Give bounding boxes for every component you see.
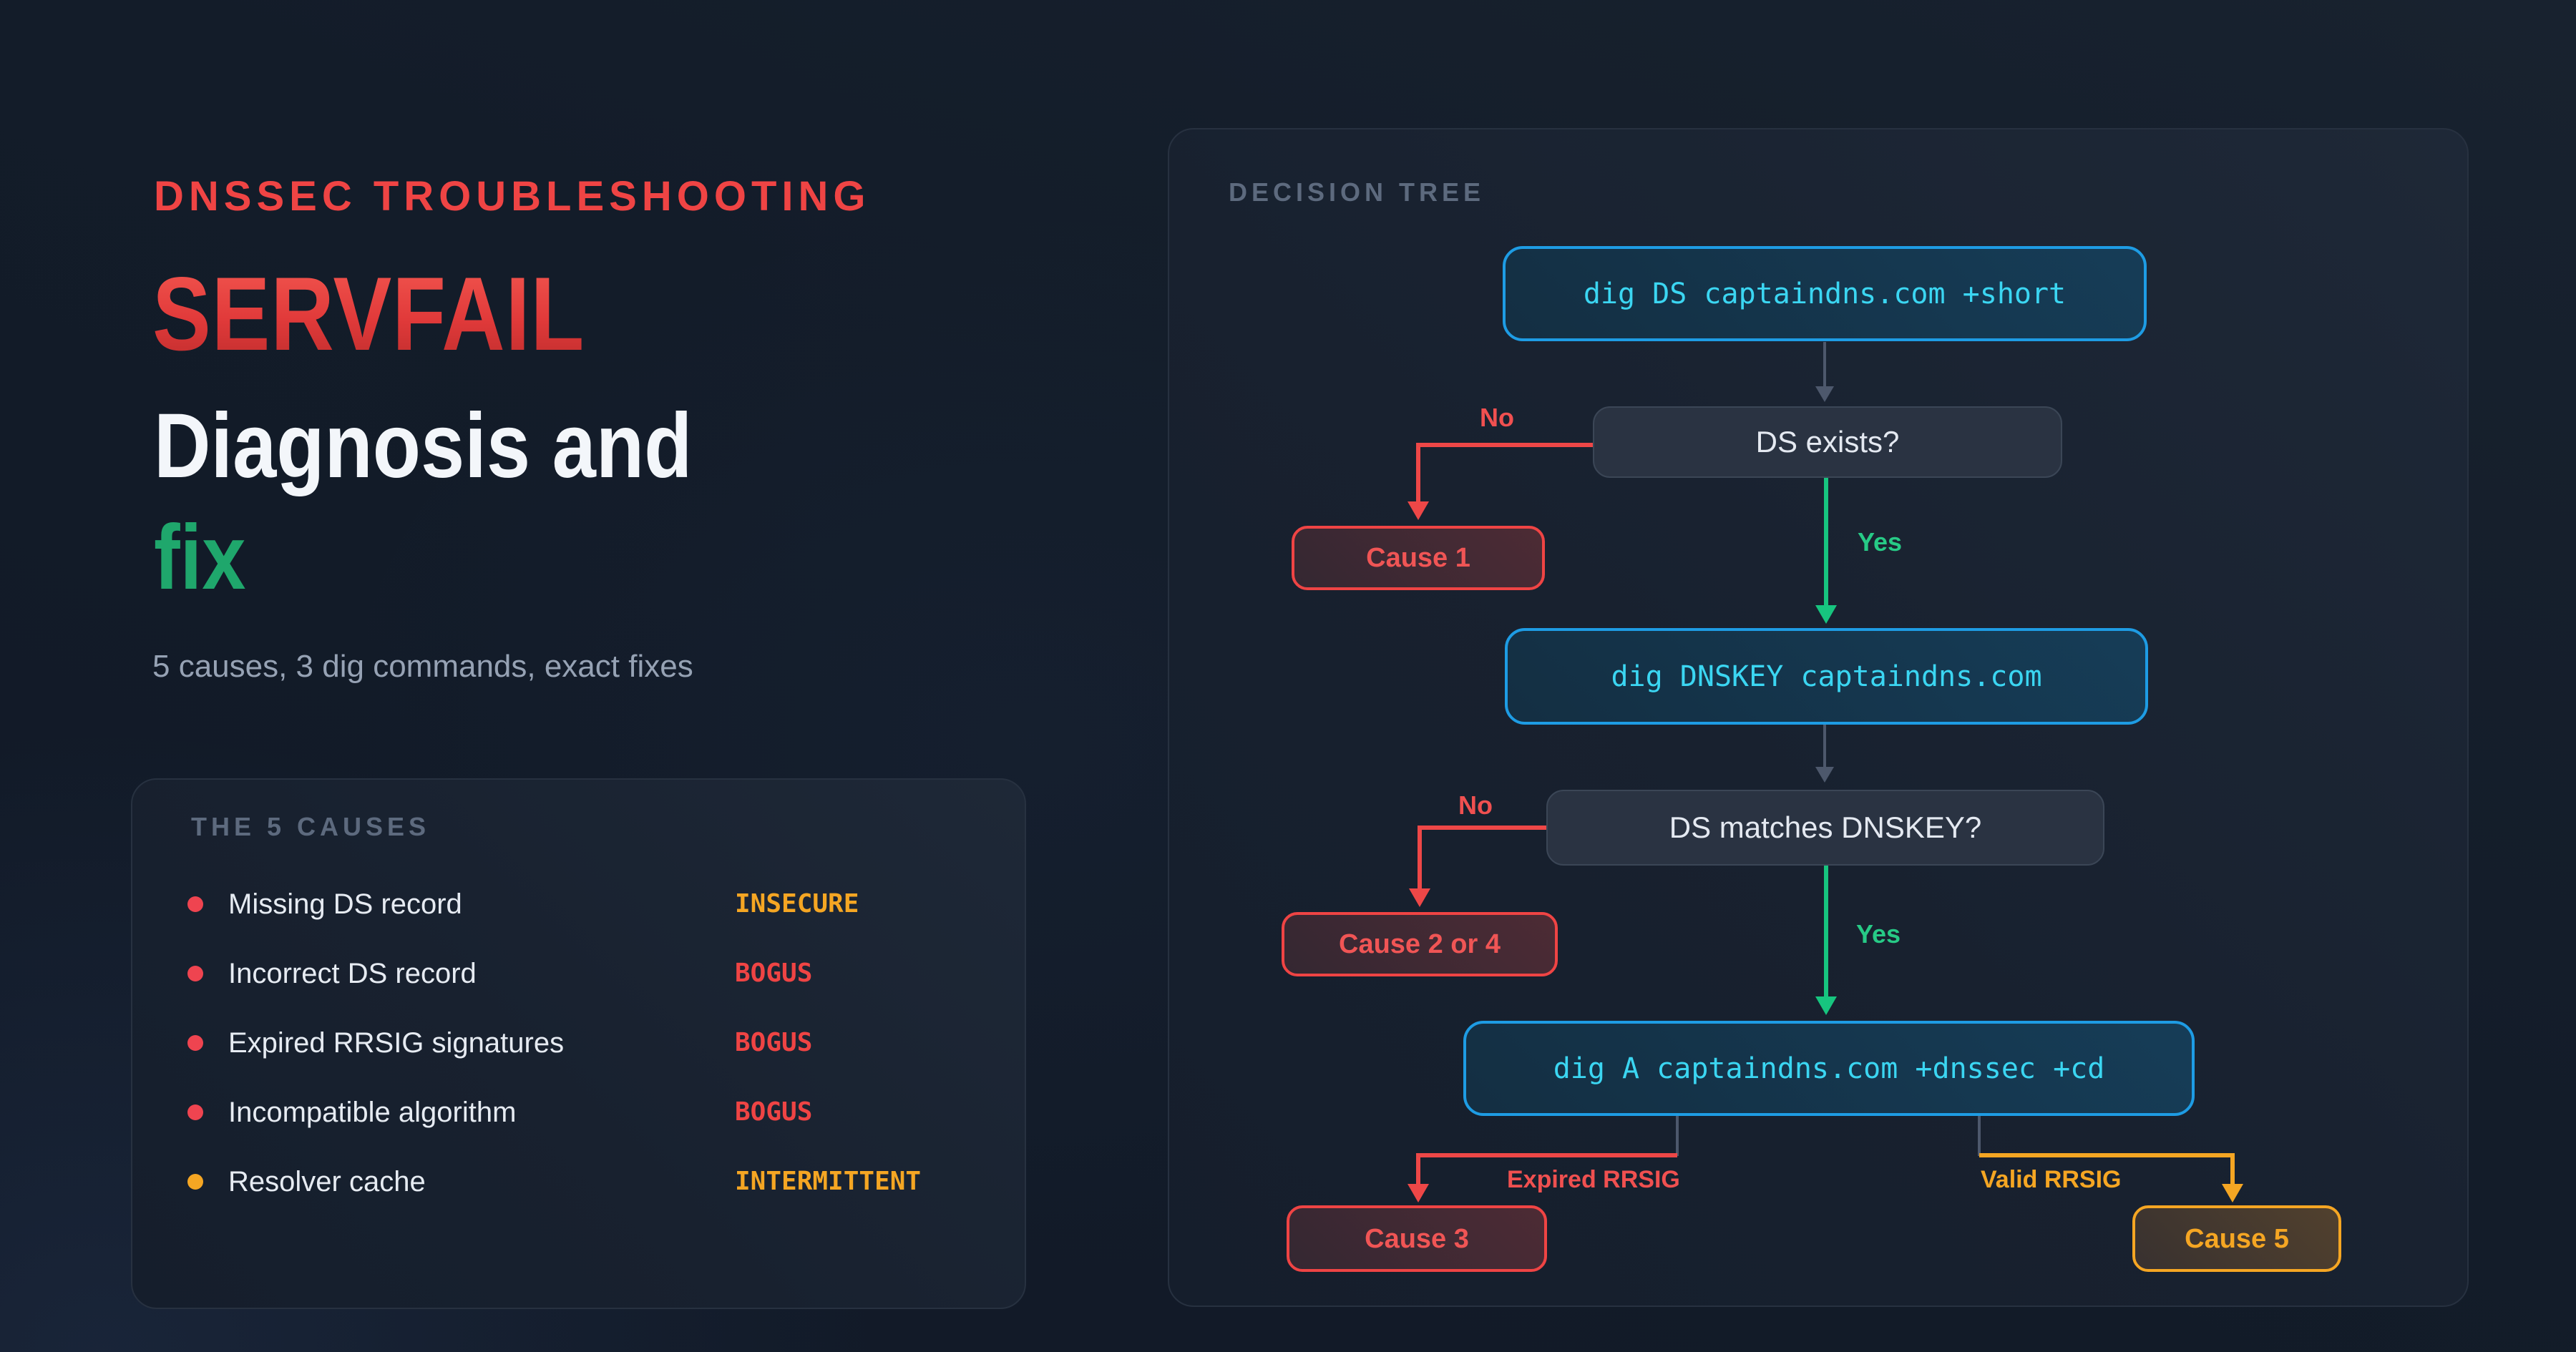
cause-label: Expired RRSIG signatures [228,1027,565,1059]
subtitle-line-1: Diagnosis and [154,395,693,497]
list-item: Missing DS record INSECURE [187,888,996,920]
bullet-dot-icon [187,1104,203,1120]
connector-q1-no-horizontal [1416,443,1593,447]
bullet-dot-icon [187,1174,203,1190]
branch-label-yes-1: Yes [1858,527,1903,557]
branch-label-expired-rrsig: Expired RRSIG [1507,1166,1680,1193]
status-badge: BOGUS [735,959,813,988]
arrow-down-icon [1815,605,1837,624]
arrow-down-icon [1407,1184,1429,1202]
bullet-dot-icon [187,896,203,912]
flow-node-dig-dnskey-command: dig DNSKEY captaindns.com [1505,628,2148,725]
arrow-down-icon [1815,767,1834,783]
status-badge: BOGUS [735,1028,813,1057]
flow-node-dig-ds-command: dig DS captaindns.com +short [1503,246,2147,341]
connector-q2-no-horizontal [1418,826,1546,830]
branch-label-yes-2: Yes [1856,919,1901,949]
connector-cmd1-q1-line [1823,342,1826,386]
branch-label-no-1: No [1480,403,1514,432]
arrow-down-icon [1407,501,1429,520]
connector-cmd2-q2-line [1823,725,1826,767]
connector-valid-horizontal [1979,1153,2235,1157]
connector-valid-vertical [2230,1153,2235,1185]
branch-label-valid-rrsig: Valid RRSIG [1981,1166,2122,1193]
status-badge: INSECURE [735,889,859,919]
list-item: Resolver cache INTERMITTENT [187,1166,996,1197]
causes-card: THE 5 CAUSES Missing DS record INSECURE … [131,778,1026,1309]
connector-expired-horizontal [1416,1153,1677,1157]
bullet-dot-icon [187,966,203,981]
arrow-down-icon [1409,888,1430,907]
arrow-down-icon [1815,996,1837,1015]
connector-cmd3-right-stub [1978,1116,1981,1156]
status-badge: INTERMITTENT [735,1167,922,1196]
flow-node-ds-exists-question: DS exists? [1593,406,2062,478]
cause-label: Resolver cache [228,1166,426,1197]
connector-q1-yes-line [1824,478,1828,607]
connector-cmd3-left-stub [1676,1116,1679,1156]
cause-label: Incorrect DS record [228,958,477,989]
status-badge: BOGUS [735,1097,813,1127]
cause-label: Missing DS record [228,888,462,920]
flow-node-cause-2-or-4: Cause 2 or 4 [1282,912,1558,976]
page-title: SERVFAIL [152,255,585,372]
arrow-down-icon [1815,386,1834,402]
flow-node-ds-matches-question: DS matches DNSKEY? [1546,790,2104,866]
connector-expired-vertical [1416,1153,1420,1185]
bullet-dot-icon [187,1035,203,1051]
list-item: Incorrect DS record BOGUS [187,958,996,989]
connector-q1-no-vertical [1416,443,1420,503]
connector-q2-yes-line [1824,866,1828,998]
subtitle-line-2: fix [154,506,246,609]
connector-q2-no-vertical [1418,826,1422,888]
tagline: 5 causes, 3 dig commands, exact fixes [152,649,693,684]
flow-node-dig-a-command: dig A captaindns.com +dnssec +cd [1463,1021,2195,1116]
flow-node-cause-3: Cause 3 [1287,1205,1547,1272]
flow-node-cause-1: Cause 1 [1292,526,1545,590]
kicker-text: DNSSEC TROUBLESHOOTING [154,173,871,220]
causes-card-header: THE 5 CAUSES [191,812,431,841]
decision-tree-header: DECISION TREE [1229,177,1485,207]
cause-label: Incompatible algorithm [228,1097,517,1128]
branch-label-no-2: No [1458,790,1493,820]
list-item: Incompatible algorithm BOGUS [187,1097,996,1128]
flow-node-cause-5: Cause 5 [2132,1205,2341,1272]
list-item: Expired RRSIG signatures BOGUS [187,1027,996,1059]
arrow-down-icon [2222,1184,2243,1202]
